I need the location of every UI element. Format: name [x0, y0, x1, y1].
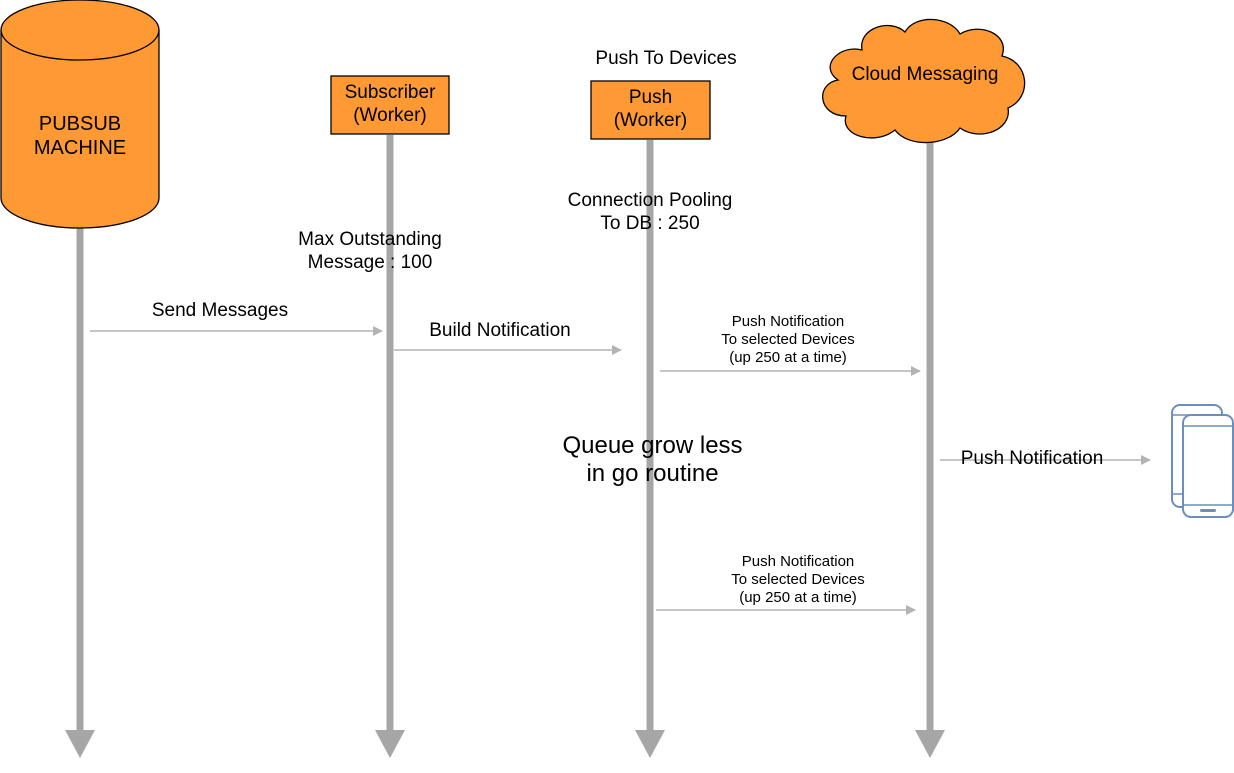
push-worker-label: Push (Worker): [613, 87, 688, 131]
send-messages-label: Send Messages: [151, 300, 289, 321]
subscriber-worker-label: Subscriber (Worker): [344, 82, 436, 126]
lifeline-cloud: [915, 140, 945, 758]
push-selected-label-1: Push Notification To selected Devices (u…: [721, 313, 855, 366]
cloud-messaging-node: [822, 18, 1026, 144]
push-worker-node: [590, 80, 711, 140]
queue-note: Queue grow less in go routine: [562, 432, 743, 487]
lifeline-pubsub: [65, 228, 95, 758]
lifeline-push: [635, 140, 665, 758]
cloud-messaging-label: Cloud Messaging: [851, 64, 999, 85]
build-notification-label: Build Notification: [429, 320, 571, 341]
push-notification-label: Push Notification: [960, 448, 1104, 469]
lifeline-subscriber: [375, 135, 405, 758]
pubsub-machine-node: [0, 0, 160, 229]
subscriber-worker-node: [330, 75, 450, 135]
push-to-devices-caption: Push To Devices: [595, 48, 737, 69]
pubsub-machine-label: PUBSUB MACHINE: [33, 113, 127, 159]
push-selected-label-2: Push Notification To selected Devices (u…: [731, 553, 865, 606]
max-outstanding-note: Max Outstanding Message : 100: [298, 229, 442, 273]
connection-pooling-note: Connection Pooling To DB : 250: [567, 190, 733, 234]
smartphone-icon: [1171, 404, 1234, 518]
